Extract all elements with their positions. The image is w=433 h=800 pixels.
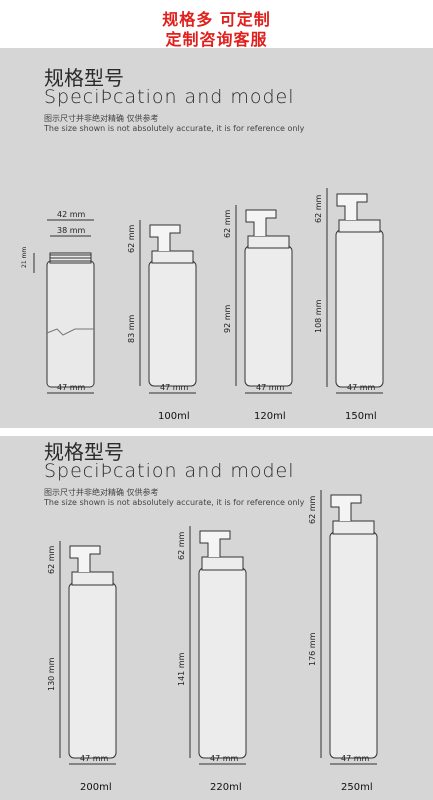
note-en: The size shown is not absolutely accurat…	[44, 498, 305, 507]
bottle-250-width: 47 mm	[341, 754, 370, 763]
panel-title-cn: 规格型号	[44, 440, 124, 464]
bottle-220-cap-label: 62 mm	[177, 531, 186, 560]
bottle-150-width: 47 mm	[347, 383, 376, 392]
spec-panel-1: 规格型号 SpeciÞcation and model 图示尺寸并非绝对精确 仅…	[0, 48, 433, 428]
bottle-120-cap-label: 62 mm	[223, 209, 232, 238]
bottle-120-width: 47 mm	[256, 383, 285, 392]
bottle-250-body-label: 176 mm	[308, 632, 317, 666]
bottle-150-body	[335, 229, 384, 388]
note-cn: 图示尺寸并非绝对精确 仅供参考	[44, 114, 159, 123]
dim-neck-height: 21 mm	[21, 247, 28, 268]
note-cn: 图示尺寸并非绝对精确 仅供参考	[44, 488, 159, 497]
bottle-100-width: 47 mm	[160, 383, 189, 392]
bottle-200-width: 47 mm	[80, 754, 109, 763]
bottle-200-cap-label: 62 mm	[47, 545, 56, 574]
bottle-120-body	[244, 245, 293, 387]
bottle-250-cap-label: 62 mm	[308, 495, 317, 524]
note-en: The size shown is not absolutely accurat…	[44, 124, 305, 133]
bottle-120-body-label: 92 mm	[223, 304, 232, 333]
panel-separator	[0, 428, 433, 436]
bottle-100-body	[148, 260, 197, 387]
bottle-220-volume: 220ml	[210, 782, 242, 793]
bottle-150-body-label: 108 mm	[314, 299, 323, 333]
bottle-220-width: 47 mm	[210, 754, 239, 763]
bottle-100-body-label: 83 mm	[127, 314, 136, 343]
bottle-220-body-label: 141 mm	[177, 652, 186, 686]
bottle-100-cap-label: 62 mm	[127, 224, 136, 253]
bottle-150-cap-label: 62 mm	[314, 194, 323, 223]
banner-line-1: 规格多 可定制	[162, 10, 271, 29]
bottle-200-volume: 200ml	[80, 782, 112, 793]
dim-top-width: 42 mm	[57, 210, 86, 219]
bottle-250-volume: 250ml	[341, 782, 373, 793]
bottle-diagram-2: 62 mm 130 mm 47 mm 62 mm 141 mm 47 mm 62…	[47, 490, 378, 765]
bottle-250-body	[329, 531, 378, 759]
dim-neck-width: 38 mm	[57, 226, 86, 235]
bottle-120-volume: 120ml	[254, 411, 286, 422]
bare-bottle-body	[46, 260, 95, 388]
bottle-200-body	[68, 582, 117, 759]
promo-banner: 规格多 可定制 定制咨询客服	[0, 0, 433, 49]
bottle-220-body	[198, 567, 247, 759]
bottle-200-body-label: 130 mm	[47, 657, 56, 691]
panel-title-cn: 规格型号	[44, 66, 124, 90]
dim-bare-width: 47 mm	[57, 383, 86, 392]
bottle-diagram-1: 42 mm 38 mm 21 mm 47 mm 62 mm 83 mm 47 m…	[21, 188, 384, 394]
panel-title-en: SpeciÞcation and model	[44, 86, 295, 108]
spec-panel-2: 规格型号 SpeciÞcation and model 图示尺寸并非绝对精确 仅…	[0, 436, 433, 800]
bottle-150-volume: 150ml	[345, 411, 377, 422]
panel-title-en: SpeciÞcation and model	[44, 460, 295, 482]
bottle-100-volume: 100ml	[158, 411, 190, 422]
banner-line-2: 定制咨询客服	[165, 30, 268, 49]
